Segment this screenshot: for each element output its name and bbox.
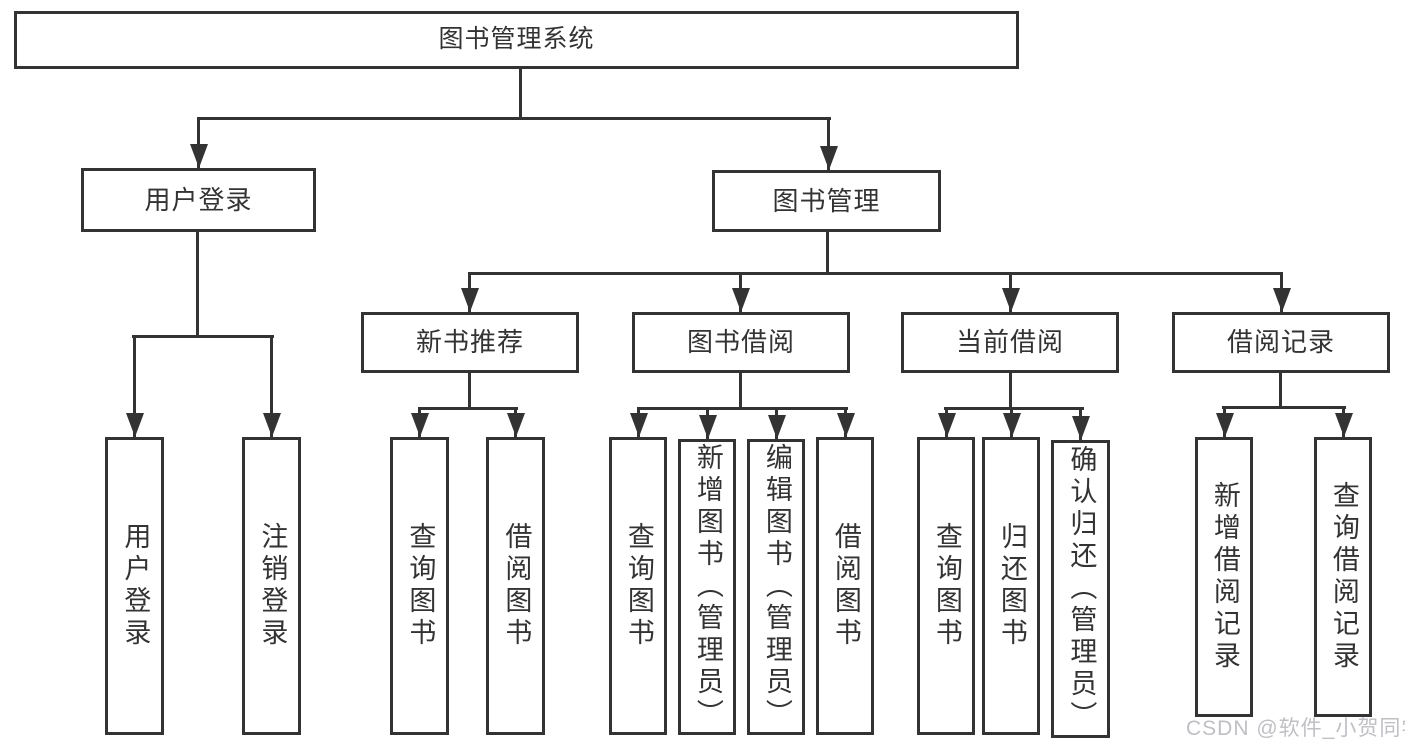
- node-borrow-books-recommend: 借阅图书: [486, 437, 545, 735]
- connector-arrow: [698, 407, 717, 439]
- node-current-borrowing: 当前借阅: [901, 312, 1119, 373]
- node-edit-book-admin: 编辑图书（管理员）: [747, 439, 805, 735]
- connector-arrow: [836, 407, 855, 437]
- connector-arrow: [1002, 407, 1021, 437]
- connector-arrow: [937, 407, 956, 437]
- node-query-books-recommend: 查询图书: [390, 437, 449, 735]
- node-query-books-current: 查询图书: [917, 437, 975, 735]
- connector-arrow: [1001, 272, 1020, 312]
- node-add-book-admin: 新增图书（管理员）: [678, 439, 736, 735]
- node-return-books: 归还图书: [982, 437, 1040, 735]
- connector-line: [519, 69, 522, 119]
- connector-arrow: [629, 407, 648, 437]
- connector-arrow: [731, 272, 750, 312]
- connector-arrow: [1215, 406, 1234, 437]
- node-borrow-books-borrow: 借阅图书: [816, 437, 874, 735]
- connector-line: [197, 117, 831, 120]
- connector-line: [739, 373, 742, 409]
- connector-line: [468, 373, 471, 409]
- connector-arrow: [410, 407, 429, 437]
- connector-arrow: [506, 407, 525, 437]
- connector-line: [1279, 373, 1282, 408]
- node-borrowing-records: 借阅记录: [1172, 312, 1390, 373]
- connector-arrow: [262, 335, 281, 437]
- connector-arrow: [189, 117, 208, 168]
- node-logout: 注销登录: [242, 437, 301, 735]
- connector-line: [196, 232, 199, 337]
- connector-arrow: [125, 335, 144, 437]
- connector-arrow: [1334, 406, 1353, 437]
- connector-arrow: [767, 407, 786, 439]
- node-user-login: 用户登录: [81, 168, 316, 232]
- connector-arrow: [460, 272, 479, 312]
- connector-line: [637, 407, 848, 410]
- connector-line: [132, 335, 274, 338]
- node-book-management: 图书管理: [712, 170, 941, 232]
- connector-arrow: [1272, 272, 1291, 312]
- connector-arrow: [1071, 407, 1090, 440]
- node-confirm-return-admin: 确认归还（管理员）: [1051, 440, 1110, 738]
- connector-line: [944, 407, 1084, 410]
- node-query-books-borrow: 查询图书: [609, 437, 667, 735]
- connector-line: [1009, 373, 1012, 409]
- connector-line: [468, 272, 1282, 275]
- node-add-borrow-record: 新增借阅记录: [1195, 437, 1253, 717]
- node-library-system: 图书管理系统: [14, 11, 1019, 69]
- csdn-watermark: CSDN @软件_小贺同学: [1186, 717, 1405, 740]
- connector-line: [826, 232, 829, 274]
- connector-line: [418, 407, 518, 410]
- connector-line: [1222, 406, 1346, 409]
- node-user-login-action: 用户登录: [105, 437, 164, 735]
- connector-arrow: [819, 117, 838, 170]
- node-new-book-recommend: 新书推荐: [361, 312, 579, 373]
- node-query-borrow-record: 查询借阅记录: [1314, 437, 1372, 717]
- node-book-borrowing: 图书借阅: [632, 312, 850, 373]
